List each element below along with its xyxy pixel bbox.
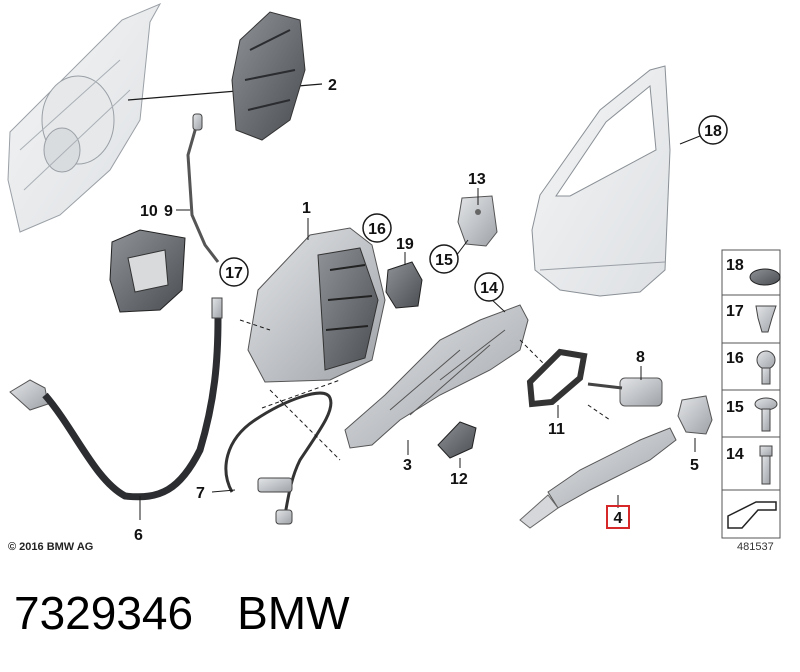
legend-17: 17 — [726, 303, 744, 320]
callout-19: 19 — [396, 236, 414, 253]
part-13-striker — [457, 195, 498, 247]
dash-line-a — [239, 319, 341, 461]
callout-11: 11 — [548, 421, 565, 438]
footer-caption: 7329346 BMW — [14, 586, 350, 640]
fastener-legend: 18 17 16 15 14 — [721, 249, 781, 539]
callout-18: 18 — [704, 123, 722, 140]
legend-14-bolt-icon — [759, 445, 773, 485]
callout-17-circle — [219, 257, 249, 287]
legend-15: 15 — [726, 399, 744, 416]
part-8-lock-cylinder — [587, 377, 663, 407]
callout-6: 6 — [134, 527, 143, 544]
callout-4-highlight — [606, 505, 630, 529]
callout-18-circle — [698, 115, 728, 145]
callout-16-circle — [362, 213, 392, 243]
legend-16-screw-icon — [756, 350, 776, 385]
callout-9: 9 — [164, 203, 173, 220]
callout-15: 15 — [435, 252, 453, 269]
part-12-gasket — [437, 421, 477, 459]
inner-door-panel — [7, 2, 162, 233]
callout-4: 4 — [614, 510, 623, 527]
part-10-bracket — [109, 229, 186, 313]
part-4-door-handle — [519, 427, 677, 529]
orientation-arrow-icon — [727, 501, 777, 529]
copyright-notice: © 2016 BMW AG — [8, 541, 94, 553]
callout-8: 8 — [636, 349, 645, 366]
callout-14: 14 — [480, 280, 498, 297]
legend-17-clip-icon — [755, 305, 777, 333]
parts-diagram: 2 1 16 19 13 15 14 10 9 17 18 8 11 3 12 … — [7, 2, 781, 544]
part-19-cover — [385, 261, 423, 309]
legend-15-screw-icon — [754, 397, 778, 432]
part-9-rod-tip — [192, 113, 203, 131]
legend-18-cap-icon — [749, 268, 781, 286]
callout-1: 1 — [302, 200, 311, 217]
callout-5: 5 — [690, 457, 699, 474]
part-11-gasket — [526, 348, 588, 408]
callout-15-circle — [429, 244, 459, 274]
footer-brand: BMW — [237, 587, 350, 639]
callout-14-circle — [474, 272, 504, 302]
drawing-number: 481537 — [737, 541, 774, 553]
part-1-door-lock — [247, 227, 386, 383]
part-7-cable — [224, 391, 333, 525]
legend-18: 18 — [726, 257, 744, 274]
callout-12: 12 — [450, 471, 468, 488]
callout-10: 10 — [140, 203, 158, 220]
leader-line-15 — [455, 239, 469, 257]
callout-2: 2 — [328, 77, 337, 94]
part-6-cable — [9, 297, 223, 501]
footer-part-number: 7329346 — [14, 587, 194, 639]
legend-14: 14 — [726, 446, 744, 463]
part-18-door-shell — [531, 65, 671, 297]
part-3-handle-carrier — [344, 304, 529, 449]
legend-16: 16 — [726, 350, 744, 367]
part-5-cap — [677, 395, 713, 435]
callout-7: 7 — [196, 485, 205, 502]
leader-line-18 — [679, 135, 701, 145]
callout-17: 17 — [225, 265, 243, 282]
dash-line-b — [519, 339, 611, 421]
leader-line-7 — [211, 489, 236, 493]
part-9-rod — [186, 119, 220, 263]
callout-13: 13 — [468, 171, 486, 188]
callout-3: 3 — [403, 457, 412, 474]
callout-16: 16 — [368, 221, 386, 238]
part-2-lock-actuator — [231, 11, 306, 141]
